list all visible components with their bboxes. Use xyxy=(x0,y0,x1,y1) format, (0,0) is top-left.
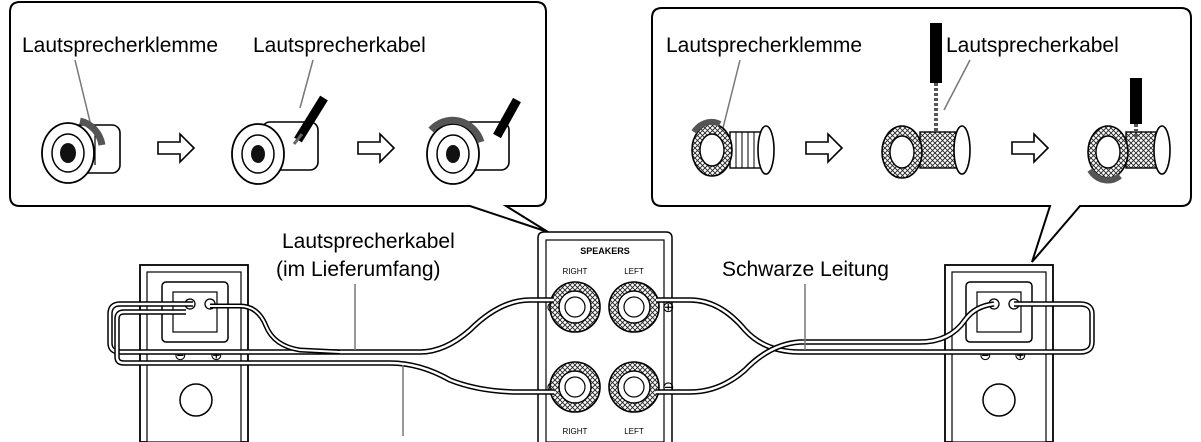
callout-right-cable-label: Lautsprecherkabel xyxy=(946,34,1119,57)
black-wire-label: Schwarze Leitung xyxy=(722,258,889,281)
callout-left-bubble xyxy=(9,1,549,233)
callout-right-terminal-label: Lautsprecherklemme xyxy=(666,34,862,57)
arrow-right-icon xyxy=(1011,132,1050,164)
terminal-left-minus xyxy=(608,361,660,413)
terminal-right-minus xyxy=(549,361,601,413)
binding-post-icon xyxy=(41,117,121,184)
binding-post-icon xyxy=(426,97,521,185)
terminal-left-plus xyxy=(608,281,660,333)
woofer-icon xyxy=(179,383,213,417)
screw-terminal-icon xyxy=(881,23,971,179)
panel-right-top: RIGHT xyxy=(563,267,588,276)
callout-left-terminal-label: Lautsprecherklemme xyxy=(22,34,218,57)
amplifier-speaker-panel: SPEAKERS RIGHT LEFT RIGHT LEFT ⊕ ⊕ ⊖ ⊖ xyxy=(537,231,675,442)
panel-left-bottom: LEFT xyxy=(624,427,644,436)
binding-post-icon xyxy=(231,95,328,185)
panel-plus-left: ⊕ xyxy=(662,299,675,316)
cable-label-line1: Lautsprecherkabel xyxy=(282,230,455,253)
cables xyxy=(107,297,1095,395)
woofer-icon xyxy=(982,383,1016,417)
callout-right-terminal-leader xyxy=(721,59,741,133)
arrow-right-icon xyxy=(357,132,396,164)
panel-title: SPEAKERS xyxy=(580,246,630,256)
cable-label-line2: (im Lieferumfang) xyxy=(276,258,441,281)
callout-right: Lautsprecherklemme Lautsprecherkabel xyxy=(651,7,1192,263)
arrow-right-icon xyxy=(157,132,196,164)
terminal-right-plus xyxy=(549,281,601,333)
arrow-right-icon xyxy=(805,132,844,164)
wiring-labels: Lautsprecherkabel (im Lieferumfang) Schw… xyxy=(276,230,889,436)
screw-terminal-icon xyxy=(691,118,775,177)
panel-right-bottom: RIGHT xyxy=(563,427,588,436)
callout-left-cable-label: Lautsprecherkabel xyxy=(253,34,426,57)
callout-left: Lautsprecherklemme Lautsprecherkabel xyxy=(9,1,549,233)
callout-left-terminal-leader xyxy=(74,59,93,131)
screw-terminal-icon xyxy=(1087,78,1171,184)
callout-right-cable-leader xyxy=(943,59,971,111)
panel-left-top: LEFT xyxy=(624,267,644,276)
callout-left-cable-leader xyxy=(299,59,314,109)
